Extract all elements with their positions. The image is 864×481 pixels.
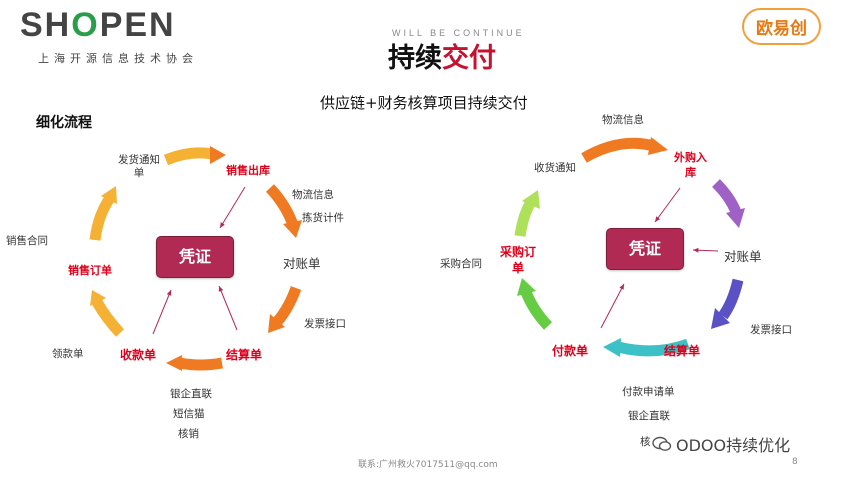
label-picking: 拣货计件 — [302, 212, 344, 224]
label-receive-notice: 收货通知 — [534, 162, 576, 174]
label-writeoff-r: 核 — [640, 436, 651, 448]
page-number: 8 — [792, 457, 798, 467]
arrow-right-lower — [718, 278, 744, 320]
logo-subtitle: 上海开源信息技术协会 — [38, 52, 198, 65]
arrow-lower-right — [272, 286, 302, 326]
section-title: 细化流程 — [36, 115, 92, 131]
left-cycle — [89, 146, 302, 371]
arrow-right-upper — [712, 179, 742, 215]
arrow-upper-left — [89, 194, 115, 241]
shopen-logo: SHOPEN — [20, 6, 176, 44]
diagram-subtitle: 供应链+财务核算项目持续交付 — [320, 94, 528, 112]
brand-badge: 欧易创 — [742, 8, 821, 45]
label-receipt: 收款单 — [120, 348, 157, 362]
footer-contact: 联系:广州救火7017511@qq.com — [358, 460, 498, 470]
label-settlement-r: 结算单 — [664, 344, 701, 358]
left-thin-arrows — [152, 186, 246, 335]
label-settlement: 结算单 — [226, 348, 263, 362]
label-sales-order: 销售订单 — [68, 264, 112, 277]
label-purchase-contract: 采购合同 — [440, 258, 482, 270]
arrow-bottom — [616, 338, 690, 357]
label-pay-request: 付款申请单 — [622, 386, 675, 398]
label-sms: 短信猫 — [173, 408, 205, 420]
label-writeoff: 核销 — [178, 428, 199, 440]
arrow-left-upper — [514, 199, 536, 237]
label-ship-notice: 发货通知 单 — [118, 154, 160, 179]
label-bank: 银企直联 — [170, 388, 212, 400]
tagline: WILL BE CONTINUE — [392, 28, 525, 38]
label-purchase-order: 采购订 单 — [500, 245, 537, 275]
arrow-top — [581, 137, 656, 163]
label-invoice-api: 发票接口 — [304, 318, 346, 330]
label-payment-slip: 领款单 — [52, 348, 84, 360]
arrow-left-lower — [520, 289, 553, 330]
arrow-bottom — [178, 357, 223, 371]
voucher-box-right: 凭证 — [606, 228, 684, 270]
right-thin-arrows — [600, 187, 719, 329]
voucher-box-left: 凭证 — [156, 236, 234, 278]
label-invoice-api-r: 发票接口 — [750, 324, 792, 336]
label-reconcile-r: 对账单 — [724, 249, 762, 264]
label-bank-r: 银企直联 — [628, 410, 670, 422]
arrow-upper-right — [265, 184, 299, 227]
label-reconcile: 对账单 — [283, 256, 321, 271]
wechat-icon — [652, 436, 672, 452]
arrow-top — [163, 147, 213, 166]
label-purchase-in: 外购入 库 — [674, 151, 707, 179]
label-sales-out: 销售出库 — [226, 164, 270, 177]
label-payment: 付款单 — [552, 344, 589, 358]
wechat-watermark: ODOO持续优化 — [652, 432, 790, 456]
label-logistics-r: 物流信息 — [602, 114, 644, 126]
arrow-lower-left — [92, 299, 125, 337]
label-logistics: 物流信息 — [292, 189, 334, 201]
right-cycle — [514, 137, 745, 357]
label-sales-contract: 销售合同 — [6, 235, 48, 247]
page-title: 持续交付 — [388, 43, 496, 74]
